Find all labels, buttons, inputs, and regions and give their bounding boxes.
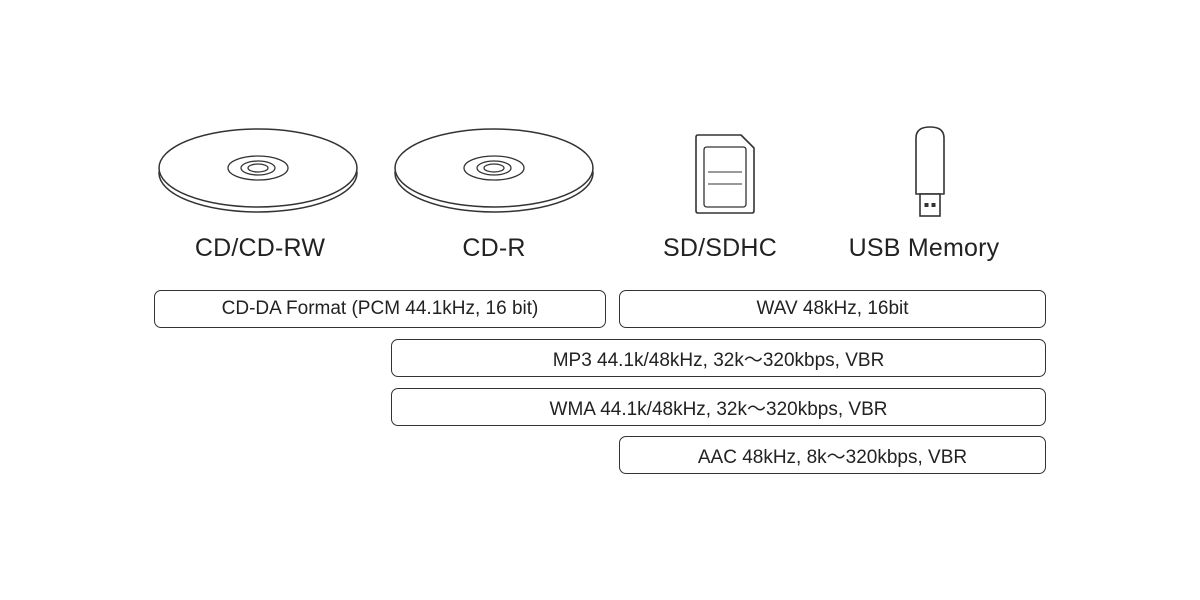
disc-icon: [158, 128, 358, 213]
sd-card-icon: [695, 134, 755, 214]
disc-icon: [394, 128, 594, 213]
media-label-cd-rw: CD/CD-RW: [194, 234, 326, 262]
media-label-sd: SD/SDHC: [663, 234, 777, 262]
usb-stick-icon: [915, 126, 945, 217]
format-box-cdda: CD-DA Format (PCM 44.1kHz, 16 bit): [154, 290, 606, 328]
format-box-mp3: MP3 44.1k/48kHz, 32k～320kbps, VBR: [391, 339, 1046, 377]
media-label-usb: USB Memory: [848, 234, 1000, 262]
format-box-wma: WMA 44.1k/48kHz, 32k～320kbps, VBR: [391, 388, 1046, 426]
media-label-cd-r: CD-R: [462, 234, 526, 262]
format-box-aac: AAC 48kHz, 8k～320kbps, VBR: [619, 436, 1046, 474]
format-box-wav: WAV 48kHz, 16bit: [619, 290, 1046, 328]
